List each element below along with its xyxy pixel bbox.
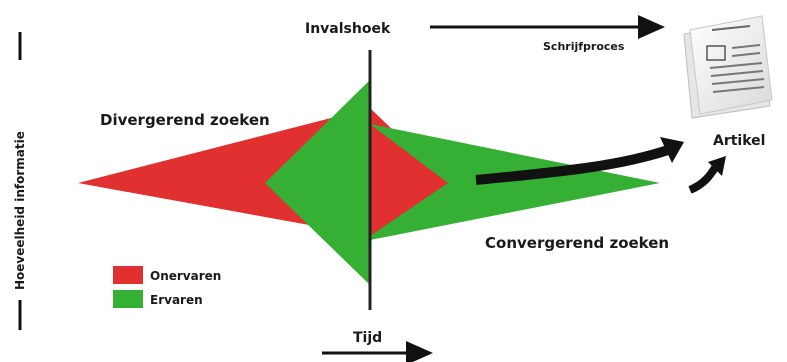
legend-label-onervaren: Onervaren bbox=[150, 269, 221, 283]
convergerend-label: Convergerend zoeken bbox=[485, 234, 669, 252]
ervaren-shape bbox=[265, 80, 660, 285]
legend-swatch-onervaren bbox=[113, 266, 143, 284]
invalshoek-label: Invalshoek bbox=[305, 21, 391, 37]
result-arrowhead bbox=[660, 137, 684, 163]
schrijfproces-label: Schrijfproces bbox=[543, 40, 625, 53]
tijd-label: Tijd bbox=[353, 330, 382, 346]
legend-swatch-ervaren bbox=[113, 290, 143, 308]
document-icon bbox=[683, 15, 773, 119]
artikel-label: Artikel bbox=[713, 133, 765, 149]
divergerend-label: Divergerend zoeken bbox=[100, 111, 270, 129]
y-axis-label: Hoeveelheid informatie bbox=[13, 131, 27, 290]
result-arrow bbox=[475, 145, 670, 185]
legend: Onervaren Ervaren bbox=[113, 266, 221, 308]
legend-label-ervaren: Ervaren bbox=[150, 293, 203, 307]
artikel-arrowhead bbox=[708, 156, 726, 176]
onervaren-overlay-shape bbox=[370, 124, 448, 236]
artikel-arrow bbox=[688, 163, 720, 194]
